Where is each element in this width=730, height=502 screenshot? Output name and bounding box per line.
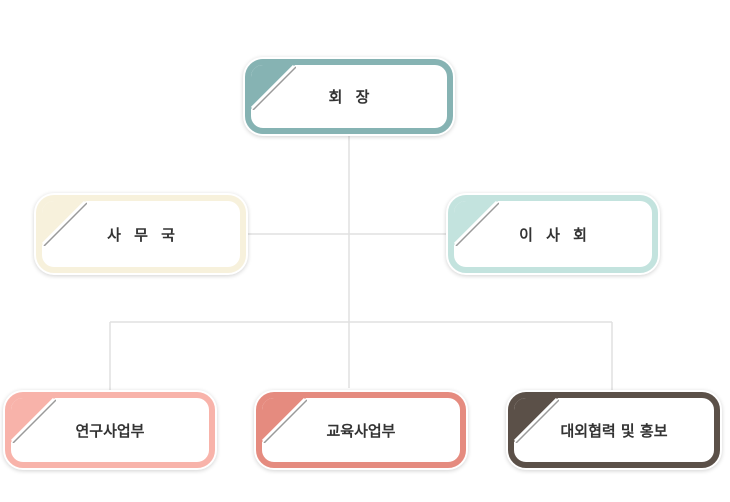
corner-fold-icon: [514, 398, 559, 443]
node-board-label: 이 사 회: [519, 225, 591, 244]
node-education[interactable]: 교육사업부: [256, 392, 466, 468]
corner-fold-icon: [454, 201, 499, 246]
node-chairman[interactable]: 회 장: [245, 59, 453, 134]
node-board[interactable]: 이 사 회: [448, 195, 658, 273]
corner-fold-icon: [262, 398, 307, 443]
corner-fold-icon: [251, 65, 296, 110]
node-secretariat[interactable]: 사 무 국: [36, 195, 246, 273]
node-education-label: 교육사업부: [326, 421, 396, 440]
node-research-label: 연구사업부: [75, 421, 145, 440]
node-external[interactable]: 대외협력 및 홍보: [508, 392, 720, 468]
node-chairman-label: 회 장: [328, 88, 374, 106]
corner-fold-icon: [11, 398, 56, 443]
corner-fold-icon: [42, 201, 87, 246]
node-secretariat-label: 사 무 국: [107, 225, 179, 244]
node-research[interactable]: 연구사업부: [5, 392, 215, 468]
node-external-label: 대외협력 및 홍보: [560, 421, 668, 440]
